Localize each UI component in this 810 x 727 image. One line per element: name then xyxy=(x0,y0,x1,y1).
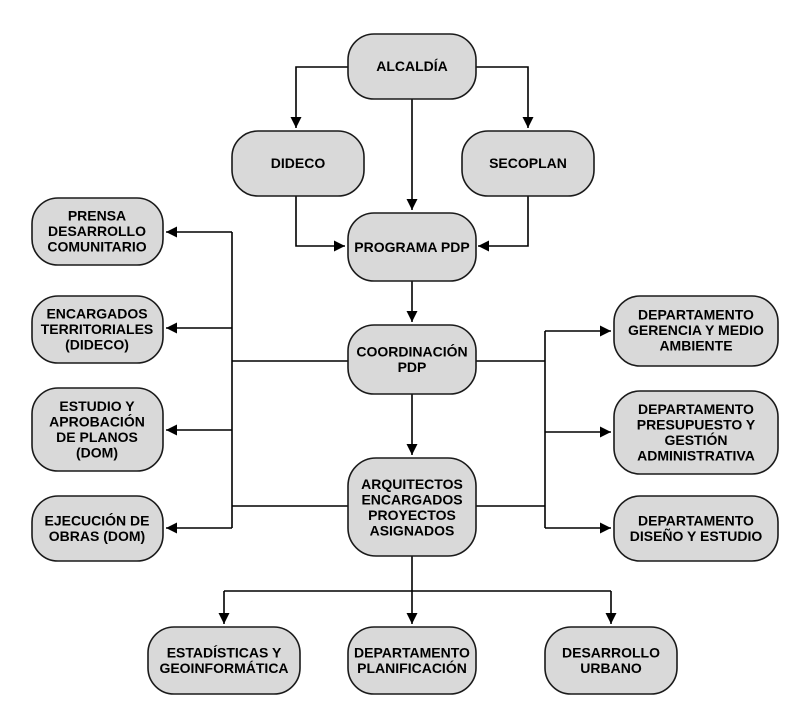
node-desarrollo-line: URBANO xyxy=(580,660,642,676)
node-estadisticas-line: ESTADÍSTICAS Y xyxy=(167,644,282,660)
node-dideco-line: DIDECO xyxy=(271,155,326,171)
node-dideco-label: DIDECO xyxy=(271,155,326,171)
node-arquitectos-line: ENCARGADOS xyxy=(361,491,462,507)
node-programa-line: PROGRAMA PDP xyxy=(354,239,469,255)
node-alcaldia-label: ALCALDÍA xyxy=(376,58,448,74)
node-presupuesto-line: PRESUPUESTO Y xyxy=(637,416,756,432)
node-desarrollo-line: DESARROLLO xyxy=(562,644,660,660)
node-estudio-line: APROBACIÓN xyxy=(49,412,145,429)
node-arquitectos-line: PROYECTOS xyxy=(368,507,456,523)
node-gerencia-line: AMBIENTE xyxy=(659,338,732,354)
node-encargados-line: ENCARGADOS xyxy=(46,306,147,322)
node-ejecucion-line: OBRAS (DOM) xyxy=(49,528,145,544)
node-programa: PROGRAMA PDP xyxy=(347,212,477,282)
node-alcaldia: ALCALDÍA xyxy=(347,33,477,100)
node-planificacion-line: PLANIFICACIÓN xyxy=(357,659,467,676)
edge-secoplan-programa xyxy=(478,196,529,252)
node-diseno-line: DISEÑO Y ESTUDIO xyxy=(630,527,763,544)
connectors xyxy=(166,66,617,624)
node-arquitectos-line: ARQUITECTOS xyxy=(361,476,463,492)
node-coordinacion-line: COORDINACIÓN xyxy=(356,342,467,359)
node-secoplan-line: SECOPLAN xyxy=(489,155,567,171)
node-coordinacion-line: PDP xyxy=(398,359,427,375)
node-estudio-line: (DOM) xyxy=(76,444,118,460)
node-ejecucion-line: EJECUCIÓN DE xyxy=(44,511,149,528)
node-encargados-line: TERRITORIALES xyxy=(41,321,154,337)
node-planificacion-line: DEPARTAMENTO xyxy=(354,644,470,660)
node-gerencia-line: GERENCIA Y MEDIO xyxy=(628,322,764,338)
node-prensa-line: PRENSA xyxy=(68,208,126,224)
node-dideco: DIDECO xyxy=(231,130,365,197)
node-estadisticas-line: GEOINFORMÁTICA xyxy=(159,660,288,676)
node-estudio-line: ESTUDIO Y xyxy=(59,398,135,414)
node-estudio-line: DE PLANOS xyxy=(56,429,138,445)
node-arquitectos-line: ASIGNADOS xyxy=(370,522,455,538)
node-secoplan: SECOPLAN xyxy=(461,130,595,197)
node-encargados-line: (DIDECO) xyxy=(65,337,129,353)
node-presupuesto-line: DEPARTAMENTO xyxy=(638,401,754,417)
node-gerencia-line: DEPARTAMENTO xyxy=(638,307,754,323)
edge-alcaldia-secoplan xyxy=(476,66,534,128)
node-programa-label: PROGRAMA PDP xyxy=(354,239,469,255)
node-diseno-line: DEPARTAMENTO xyxy=(638,512,754,528)
edge-dideco-programa xyxy=(295,196,345,252)
node-alcaldia-line: ALCALDÍA xyxy=(376,58,448,74)
node-presupuesto-line: ADMINISTRATIVA xyxy=(637,447,755,463)
node-presupuesto-line: GESTIÓN xyxy=(664,431,727,448)
node-secoplan-label: SECOPLAN xyxy=(489,155,567,171)
edge-alcaldia-dideco xyxy=(290,66,348,128)
node-prensa-line: COMUNITARIO xyxy=(47,239,146,255)
node-prensa-line: DESARROLLO xyxy=(48,223,146,239)
